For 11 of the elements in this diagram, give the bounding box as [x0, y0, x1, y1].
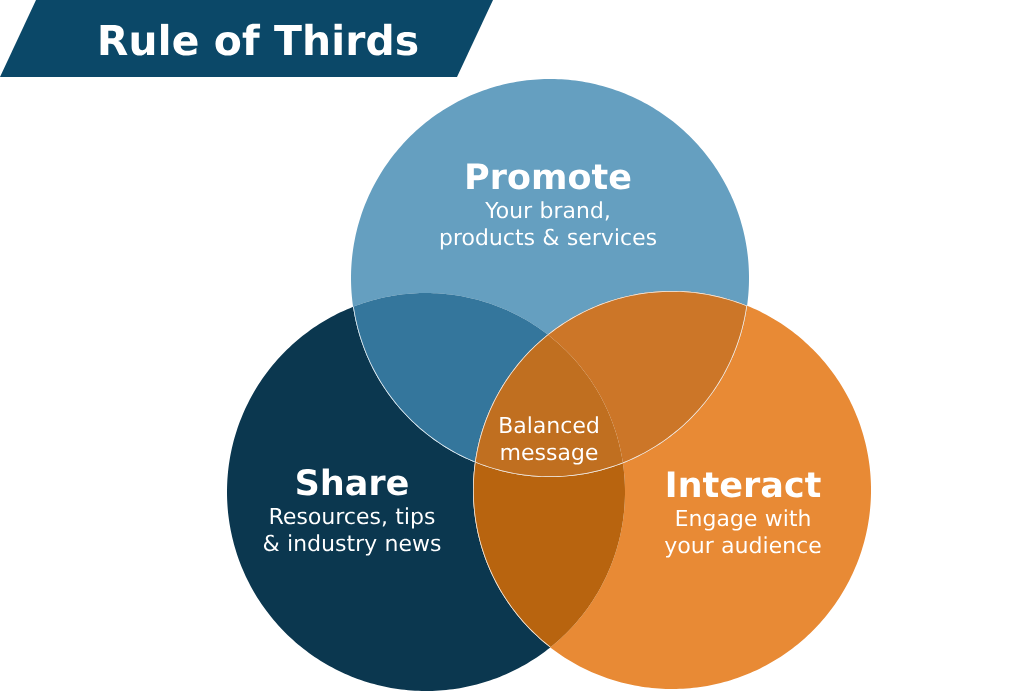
circle-heading: Share [297, 468, 408, 496]
region-label: Balanced message [500, 416, 598, 465]
venn-circle [473, 291, 871, 689]
circle-heading: Promote [467, 163, 631, 190]
circle-description: Engage with your audience [664, 509, 821, 558]
center-region [474, 334, 623, 477]
venn-circle [351, 79, 749, 463]
circle-heading: Interact [667, 471, 821, 498]
circle-description: Your brand, products & services [440, 201, 656, 250]
circle-description: Resources, tips & industry news [263, 507, 441, 556]
title: Rule of Thirds [100, 23, 418, 56]
